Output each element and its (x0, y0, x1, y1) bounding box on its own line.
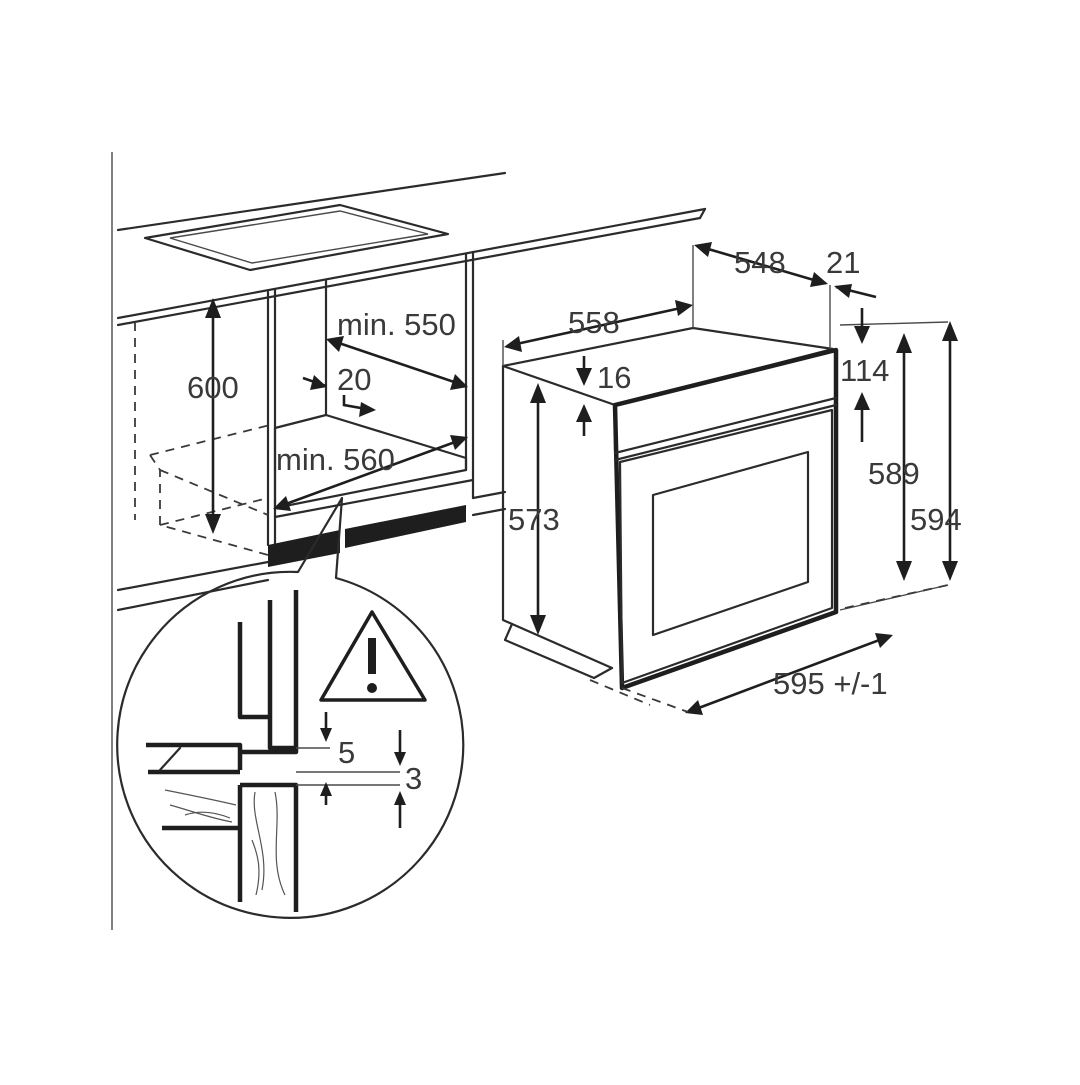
hob (143, 203, 450, 272)
label-total-height: 594 (910, 502, 962, 537)
label-rear-gap: 20 (337, 362, 371, 397)
kitchen-cabinet (111, 152, 707, 930)
label-oven-top-depth: 558 (568, 305, 620, 340)
label-oven-body-height: 573 (508, 502, 560, 537)
label-control-panel-height: 114 (840, 353, 889, 388)
dimension-labels: 600 min. 550 20 min. 560 548 21 558 16 1… (187, 245, 962, 796)
cabinet-dimensions (205, 298, 468, 534)
oven-dimensions (502, 242, 958, 715)
warning-icon: ! (319, 610, 427, 702)
label-detail-gap-bottom: 3 (405, 761, 422, 796)
label-oven-depth: 548 (734, 245, 786, 280)
label-cabinet-height: 600 (187, 370, 239, 405)
label-front-thickness: 21 (826, 245, 860, 280)
label-niche-height: 589 (868, 456, 920, 491)
label-cabinet-width-min: min. 560 (276, 442, 395, 477)
label-total-width: 595 +/-1 (773, 666, 888, 701)
oven (501, 326, 839, 691)
label-detail-gap-top: 5 (338, 735, 355, 770)
label-top-offset: 16 (597, 360, 631, 395)
detail-callout (116, 496, 465, 919)
label-cabinet-depth-min: min. 550 (337, 307, 456, 342)
